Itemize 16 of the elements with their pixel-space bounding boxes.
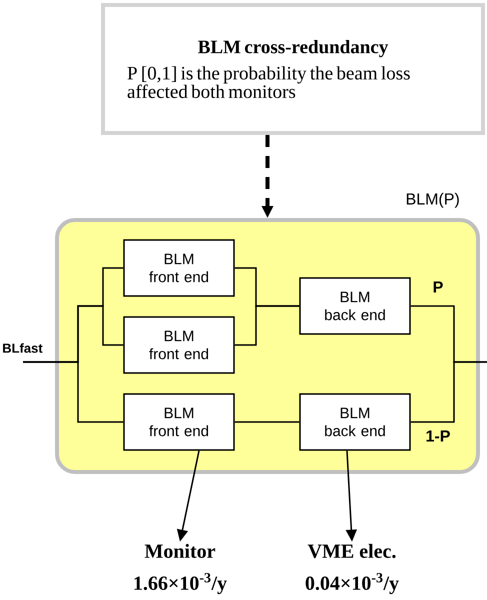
signal-label: BLfast — [3, 343, 42, 353]
result-text: Monitor 1.66×10$^{-3}$/y — [134, 544, 227, 594]
component-box: BLM front end — [123, 393, 235, 451]
connector-line — [23, 361, 124, 423]
component-box: BLM back end — [299, 393, 411, 451]
component-box: BLM back end — [299, 277, 411, 335]
result-text: VME elec. 0.04×10$^{-3}$/y — [306, 544, 399, 594]
component-box: BLM front end — [123, 239, 235, 297]
connector-line — [410, 361, 487, 423]
node-label: BLM(P) — [406, 192, 459, 208]
connector-line — [234, 421, 300, 423]
component-box: BLM front end — [123, 316, 235, 374]
note-box: BLM cross-redundancy P [0,1] is the probability the beam loss affected both monitors — [101, 3, 485, 135]
connector-line — [234, 305, 300, 346]
edge-label: 1-P — [424, 430, 452, 442]
edge-label: P — [432, 280, 444, 294]
